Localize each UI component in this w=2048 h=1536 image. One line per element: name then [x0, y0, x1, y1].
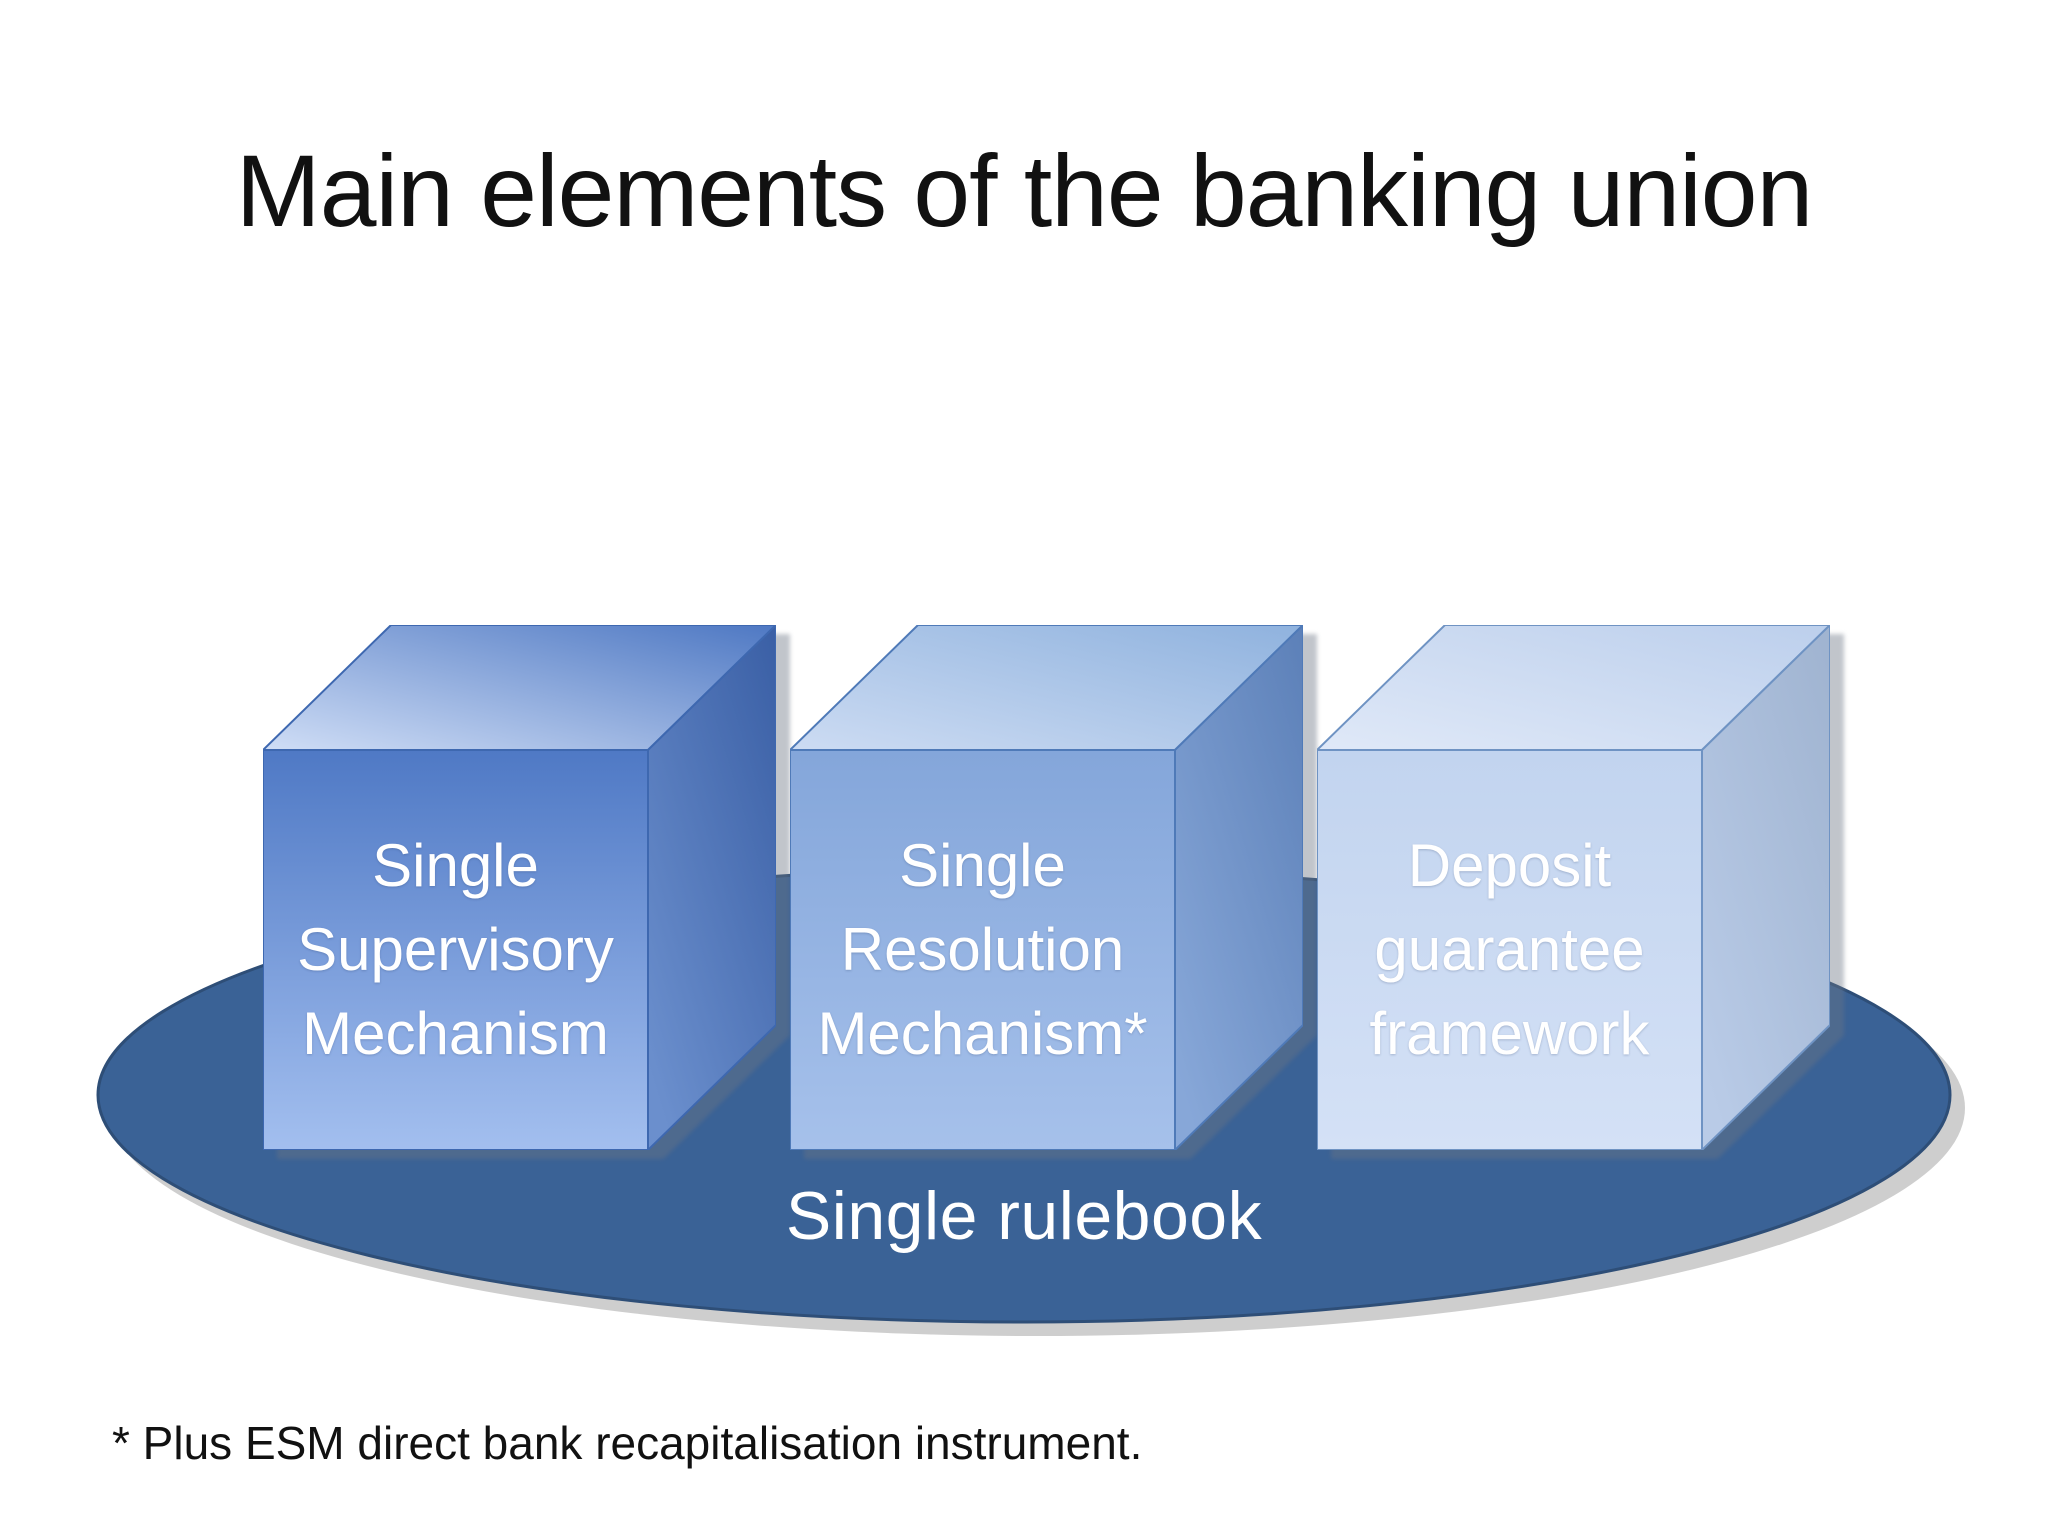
footnote: * Plus ESM direct bank recapitalisation …: [112, 1417, 1143, 1469]
cube-deposit-guarantee-framework: [1317, 625, 1830, 1150]
cube-front-face: [1317, 749, 1703, 1150]
page-title: Main elements of the banking union: [235, 134, 1813, 248]
cube-label-single-resolution-mechanism: Single Resolution Mechanism*: [817, 832, 1148, 1067]
single-rulebook-label: Single rulebook: [785, 1178, 1263, 1254]
cube-single-resolution-mechanism: [790, 625, 1303, 1150]
cube-front-face: [790, 749, 1176, 1150]
cube-label-single-supervisory-mechanism: Single Supervisory Mechanism: [297, 832, 614, 1067]
cube-label-deposit-guarantee-framework: Deposit guarantee framework: [1369, 832, 1650, 1067]
cube-single-supervisory-mechanism: [263, 625, 776, 1150]
cube-front-face: [263, 749, 649, 1150]
